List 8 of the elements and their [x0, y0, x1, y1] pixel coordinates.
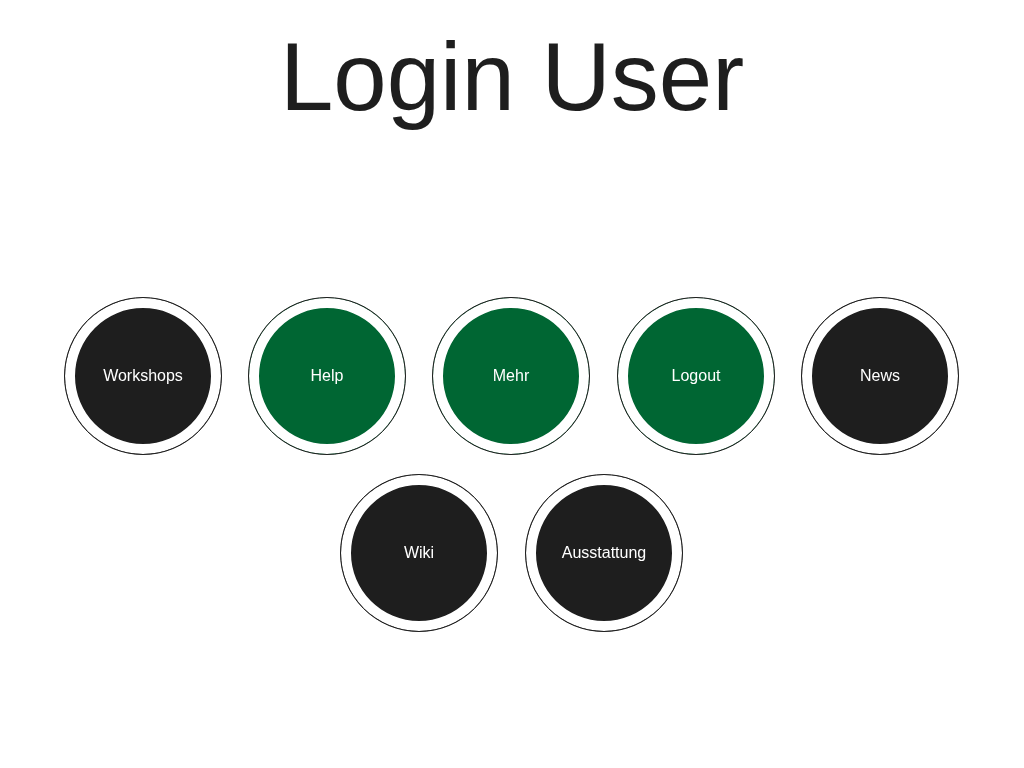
circle-button: Logout: [617, 297, 775, 455]
circle-button: Wiki: [340, 474, 498, 632]
circle-button: Mehr: [432, 297, 590, 455]
circle-button: Workshops: [64, 297, 222, 455]
circle-button: News: [801, 297, 959, 455]
title: Login User: [278, 22, 746, 132]
circle-button: Ausstattung: [525, 474, 683, 632]
circle-button: Help: [248, 297, 406, 455]
